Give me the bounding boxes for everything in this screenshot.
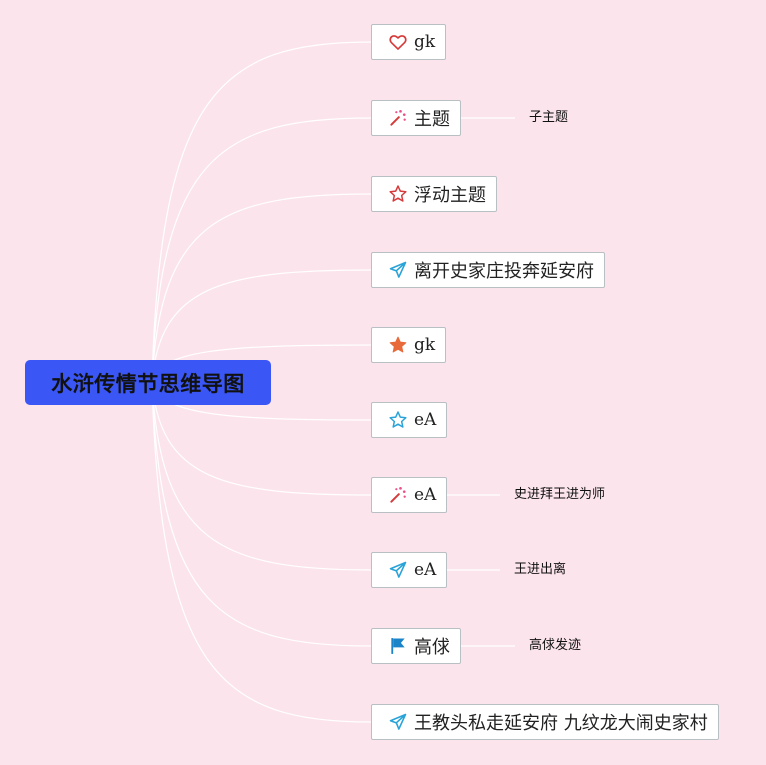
- root-topic[interactable]: 水浒传情节思维导图: [25, 360, 271, 405]
- topic-label: 高俅: [414, 637, 450, 658]
- connector-line: [151, 117, 372, 383]
- root-topic-label: 水浒传情节思维导图: [51, 371, 245, 396]
- paper-plane-icon: [388, 560, 408, 580]
- topic-label: eA: [414, 560, 437, 580]
- topic-node[interactable]: 高俅: [371, 628, 461, 664]
- connector-line: [151, 41, 372, 383]
- connector-line: [151, 381, 372, 496]
- topic-node[interactable]: 主题: [371, 100, 461, 136]
- connector-line: [151, 269, 372, 383]
- topic-node[interactable]: gk: [371, 327, 447, 363]
- topic-label: gk: [414, 335, 436, 355]
- star-outline-blue-icon: [388, 410, 408, 430]
- paper-plane-icon: [388, 260, 408, 280]
- topic-label: 王教头私走延安府 九纹龙大闹史家村: [414, 713, 708, 734]
- subtopic-label[interactable]: 王进出离: [514, 562, 567, 577]
- topic-label: 主题: [414, 109, 450, 130]
- topic-label: 离开史家庄投奔延安府: [414, 261, 594, 282]
- topic-node[interactable]: 浮动主题: [371, 176, 497, 212]
- topic-node[interactable]: 王教头私走延安府 九纹龙大闹史家村: [371, 704, 719, 740]
- topic-node[interactable]: 离开史家庄投奔延安府: [371, 252, 605, 288]
- topic-node[interactable]: eA: [371, 477, 448, 513]
- topic-node[interactable]: eA: [371, 552, 448, 588]
- connector-line: [151, 381, 372, 723]
- paper-plane-icon: [388, 712, 408, 732]
- topic-node[interactable]: gk: [371, 24, 447, 60]
- flag-icon: [388, 636, 408, 656]
- subtopic-label[interactable]: 高俅发迹: [529, 638, 582, 653]
- connector-line: [151, 193, 372, 383]
- star-outline-icon: [388, 184, 408, 204]
- subtopic-label[interactable]: 子主题: [529, 110, 569, 125]
- connector-line: [151, 381, 372, 647]
- topic-label: eA: [414, 485, 437, 505]
- topic-label: 浮动主题: [414, 185, 486, 206]
- topic-node[interactable]: eA: [371, 402, 448, 438]
- connector-line: [151, 381, 372, 571]
- star-filled-icon: [388, 335, 408, 355]
- topic-label: eA: [414, 410, 437, 430]
- magic-wand-icon: [388, 108, 408, 128]
- heart-icon: [388, 32, 408, 52]
- magic-wand-icon: [388, 485, 408, 505]
- topic-label: gk: [414, 32, 436, 52]
- subtopic-label[interactable]: 史进拜王进为师: [514, 487, 606, 502]
